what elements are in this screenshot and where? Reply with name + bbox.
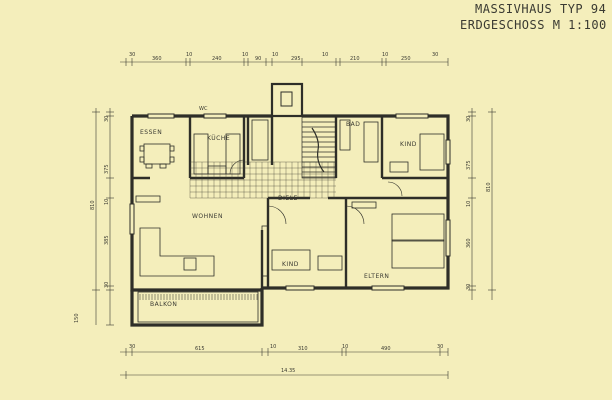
room-label-eltern: ELTERN: [364, 273, 389, 280]
wc-mark: WC: [199, 106, 208, 112]
dim-left-4: 30: [104, 282, 110, 288]
dim-left-0: 30: [104, 116, 110, 122]
room-label-essen: ESSEN: [140, 129, 162, 136]
room-label-bad: BAD: [346, 121, 360, 128]
dimension-lines: [92, 58, 496, 379]
room-label-diele: DIELE: [278, 195, 298, 202]
dim-left-3: 385: [104, 235, 110, 245]
chimney: [270, 82, 304, 118]
dining-table: [143, 143, 171, 165]
dim-right-3: 360: [466, 238, 472, 248]
dim-right-0: 30: [466, 116, 472, 122]
dim-left-5: 150: [74, 313, 80, 323]
furniture: [135, 119, 445, 277]
dim-bottom-6: 30: [437, 344, 443, 350]
windows: [129, 113, 451, 291]
dim-top-2: 10: [186, 52, 192, 58]
dim-top-5: 90: [255, 56, 261, 62]
dim-right-1: 375: [466, 160, 472, 170]
dim-top-11: 250: [401, 56, 411, 62]
door-swings: [229, 159, 403, 225]
staircase: [301, 115, 337, 179]
dim-top-7: 295: [291, 56, 301, 62]
dim-top-4: 10: [242, 52, 248, 58]
dim-top-12: 30: [432, 52, 438, 58]
dim-top-8: 10: [322, 52, 328, 58]
plan-subtitle: ERDGESCHOSS M 1:100: [460, 18, 607, 32]
room-label-kind-bottom: KIND: [282, 261, 299, 268]
dim-bottom-5: 490: [381, 346, 391, 352]
room-label-kueche: KÜCHE: [207, 135, 230, 142]
dim-bottom-2: 10: [270, 344, 276, 350]
plan-title: MASSIVHAUS TYP 94: [475, 2, 607, 16]
dim-right-2: 10: [466, 201, 472, 207]
kitchen-tiles: [189, 161, 336, 199]
dim-left-2: 10: [104, 199, 110, 205]
dim-bottom-3: 310: [298, 346, 308, 352]
dim-left-total: 810: [90, 200, 96, 210]
dim-right-4: 30: [466, 284, 472, 290]
dim-left-1: 375: [104, 164, 110, 174]
room-label-wohnen: WOHNEN: [192, 213, 223, 220]
room-label-balkon: BALKON: [150, 301, 177, 308]
dim-top-6: 10: [272, 52, 278, 58]
dim-top-9: 210: [350, 56, 360, 62]
balcony-floor: [137, 291, 259, 323]
dim-bottom-total: 14.35: [281, 368, 295, 374]
dim-bottom-4: 10: [342, 344, 348, 350]
dim-bottom-1: 615: [195, 346, 205, 352]
dim-top-1: 360: [152, 56, 162, 62]
dim-bottom-0: 30: [129, 344, 135, 350]
dim-top-10: 10: [382, 52, 388, 58]
dim-top-0: 30: [129, 52, 135, 58]
dim-top-3: 240: [212, 56, 222, 62]
room-label-kind-top: KIND: [400, 141, 417, 148]
dim-right-total: 810: [486, 182, 492, 192]
